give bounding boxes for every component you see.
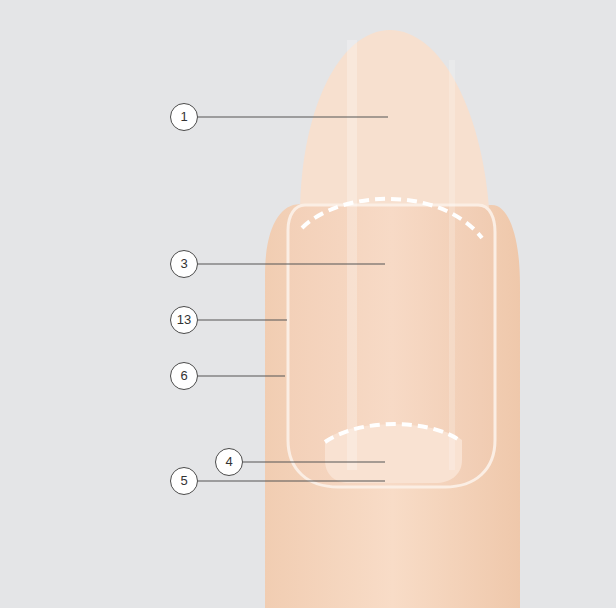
- leader-line: [198, 319, 287, 320]
- highlight: [449, 60, 455, 470]
- finger: [265, 204, 520, 608]
- leader-line: [198, 263, 385, 264]
- free-edge: [300, 30, 490, 225]
- callout-number: 4: [215, 448, 243, 476]
- leader-line: [198, 116, 388, 117]
- callout-number: 13: [170, 306, 198, 334]
- callout-number: 1: [170, 103, 198, 131]
- callout-number: 3: [170, 250, 198, 278]
- leader-line: [198, 375, 285, 376]
- leader-line: [198, 480, 385, 481]
- nail-plate: [288, 205, 495, 487]
- leader-line: [243, 461, 385, 462]
- lunula-line: [325, 424, 462, 442]
- highlight: [347, 40, 357, 470]
- lunula: [325, 424, 462, 483]
- leader-lines: [198, 117, 388, 481]
- callout-number: 6: [170, 362, 198, 390]
- callout-number: 5: [170, 467, 198, 495]
